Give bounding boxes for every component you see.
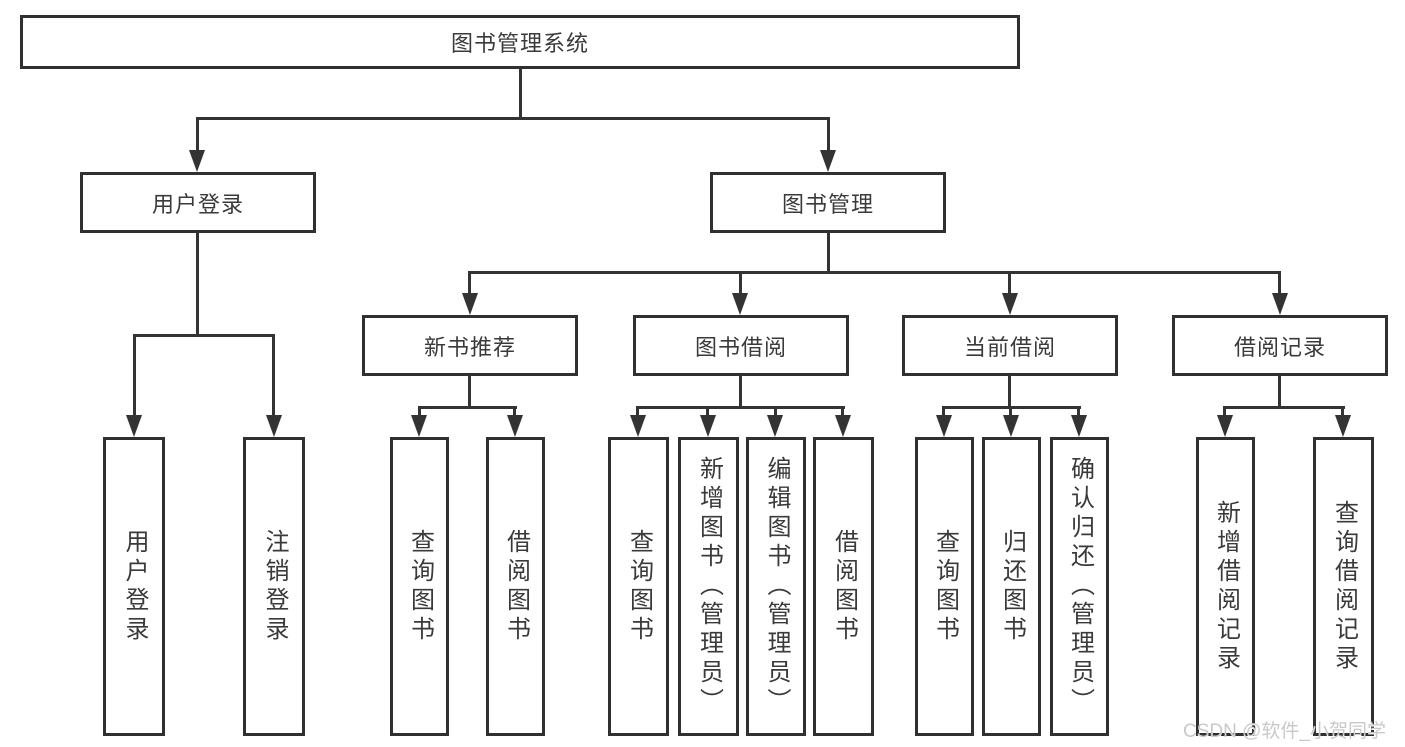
arrowhead (462, 293, 478, 315)
connector (1278, 271, 1281, 295)
arrowhead (732, 293, 748, 315)
arrowhead (1003, 415, 1019, 437)
connector (133, 334, 275, 337)
node-new-book-recommend: 新书推荐 (362, 315, 578, 376)
arrowhead (835, 415, 851, 437)
leaf-query-books-current: 查询图书 (915, 437, 974, 736)
arrowhead (936, 415, 952, 437)
leaf-return-books-label: 归还图书 (998, 528, 1026, 645)
node-borrow-records: 借阅记录 (1172, 315, 1388, 376)
arrowhead (820, 150, 836, 172)
arrowhead (266, 415, 282, 437)
connector (739, 375, 742, 409)
connector (272, 334, 275, 417)
arrowhead (1002, 293, 1018, 315)
leaf-query-books-recommend-label: 查询图书 (406, 528, 434, 645)
connector (706, 406, 709, 417)
node-book-borrow-label: 图书借阅 (694, 334, 787, 360)
leaf-confirm-return-admin: 确认归还（管理员） (1050, 437, 1109, 736)
node-current-borrow: 当前借阅 (902, 315, 1118, 376)
node-user-login-label: 用户登录 (151, 191, 244, 217)
connector-user-login-stem (196, 117, 199, 152)
node-library-system: 图书管理系统 (20, 15, 1020, 69)
connector (739, 271, 742, 295)
arrowhead (767, 415, 783, 437)
connector-level2-rail (196, 117, 830, 120)
arrowhead (630, 415, 646, 437)
arrowhead (1335, 415, 1351, 437)
node-book-borrow: 图书借阅 (633, 315, 849, 376)
leaf-return-books: 归还图书 (982, 437, 1041, 736)
connector (196, 232, 199, 336)
connector (942, 406, 945, 417)
connector (418, 406, 421, 417)
leaf-edit-book-admin-label: 编辑图书（管理员） (763, 456, 790, 717)
connector (1341, 406, 1344, 417)
connector (1278, 375, 1281, 409)
leaf-query-books-current-label: 查询图书 (931, 528, 959, 645)
connector (841, 406, 844, 417)
connector (1008, 271, 1011, 295)
node-book-management: 图书管理 (710, 172, 946, 233)
arrowhead (126, 415, 142, 437)
node-user-login: 用户登录 (80, 172, 316, 233)
leaf-user-login: 用户登录 (103, 437, 165, 736)
leaf-borrow-books-label: 借阅图书 (830, 528, 858, 645)
leaf-add-book-admin-label: 新增图书（管理员） (695, 456, 723, 717)
leaf-query-borrow-record-label: 查询借阅记录 (1330, 499, 1358, 674)
connector (468, 375, 471, 409)
connector (418, 406, 517, 409)
leaf-add-borrow-record: 新增借阅记录 (1196, 437, 1255, 736)
arrowhead (507, 415, 523, 437)
leaf-logout: 注销登录 (243, 437, 305, 736)
leaf-logout-label: 注销登录 (261, 528, 288, 645)
leaf-query-books-borrow: 查询图书 (608, 437, 669, 736)
leaf-add-book-admin: 新增图书（管理员） (678, 437, 739, 736)
connector (468, 271, 471, 295)
leaf-edit-book-admin: 编辑图书（管理员） (746, 437, 806, 736)
leaf-confirm-return-admin-label: 确认归还（管理员） (1066, 456, 1094, 717)
node-book-management-label: 图书管理 (781, 191, 874, 217)
connector (1223, 406, 1226, 417)
leaf-user-login-label: 用户登录 (121, 528, 148, 645)
connector-level3-rail (468, 271, 1281, 274)
connector-book-mgmt-stem (827, 117, 830, 152)
arrowhead (700, 415, 716, 437)
connector (1223, 406, 1345, 409)
node-new-book-recommend-label: 新书推荐 (423, 334, 516, 360)
arrowhead (189, 150, 205, 172)
arrowhead (411, 415, 427, 437)
node-borrow-records-label: 借阅记录 (1233, 334, 1326, 360)
node-current-borrow-label: 当前借阅 (963, 334, 1056, 360)
leaf-query-books-borrow-label: 查询图书 (625, 528, 653, 645)
connector (513, 406, 516, 417)
connector (1009, 406, 1012, 417)
connector-root-stem (519, 68, 522, 120)
leaf-query-books-recommend: 查询图书 (390, 437, 449, 736)
connector (636, 406, 845, 409)
arrowhead (1217, 415, 1233, 437)
watermark: CSDN @软件_小贺同学 (1183, 721, 1386, 742)
connector (774, 406, 777, 417)
connector (133, 334, 136, 417)
arrowhead (1272, 293, 1288, 315)
connector (1077, 406, 1080, 417)
leaf-query-borrow-record: 查询借阅记录 (1313, 437, 1374, 736)
leaf-borrow-books-recommend-label: 借阅图书 (502, 528, 530, 645)
leaf-add-borrow-record-label: 新增借阅记录 (1212, 499, 1240, 674)
connector (827, 232, 830, 274)
connector (1008, 375, 1011, 409)
connector (636, 406, 639, 417)
leaf-borrow-books: 借阅图书 (813, 437, 874, 736)
node-library-system-label: 图书管理系统 (450, 31, 589, 56)
leaf-borrow-books-recommend: 借阅图书 (486, 437, 545, 736)
arrowhead (1071, 415, 1087, 437)
